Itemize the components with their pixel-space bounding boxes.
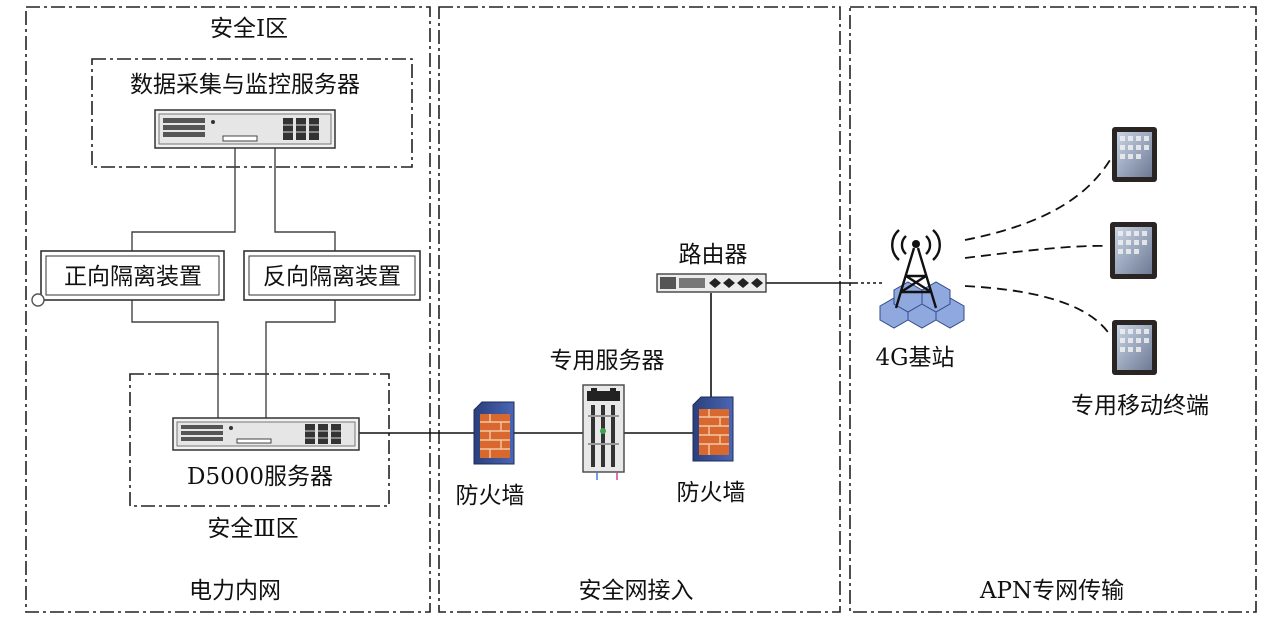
label-forward-isolation: 正向隔离装置 [64,264,202,290]
wire-forward-to-d5000 [131,298,219,418]
label-router: 路由器 [679,242,748,268]
d5000-server-icon [172,417,360,451]
zone-secure-access [438,6,841,613]
label-secure-access: 安全网接入 [579,578,694,604]
zone-apn-transport [849,6,1257,613]
label-firewall-1: 防火墙 [456,483,525,509]
wireless-link-terminal-1 [964,159,1111,241]
label-base-station: 4G基站 [875,345,954,371]
zone-power-intranet [25,6,431,613]
reverse-isolation-box [243,250,421,301]
label-dedicated-server: 专用服务器 [550,348,665,374]
label-firewall-2: 防火墙 [677,480,746,506]
connection-lines [131,148,1111,434]
wireless-link-terminal-2 [964,244,1109,259]
label-reverse-isolation: 反向隔离装置 [263,264,401,290]
wire-reverse-to-d5000 [265,298,336,418]
label-d5000-server: D5000服务器 [187,464,333,490]
firewall-1-icon [473,401,515,465]
forward-isolation-box [31,250,225,307]
dedicated-server-icon [582,384,625,480]
wire-scada-to-reverse [274,148,336,252]
router-icon [656,273,767,293]
region-security-zone-3-box [129,373,390,507]
wire-scada-to-forward [131,148,236,252]
scada-server-icon [154,109,336,149]
label-scada-server: 数据采集与监控服务器 [130,72,360,98]
tablet-icon-3 [1112,320,1157,375]
label-power-intranet: 电力内网 [189,578,281,604]
firewall-2-icon [692,396,734,462]
wireless-link-terminal-3 [964,285,1111,336]
label-security-zone-3: 安全Ⅲ区 [207,516,298,542]
tablet-icon-2 [1110,222,1157,279]
label-apn-transport: APN专网传输 [979,578,1124,604]
region-security-zone-1-box [91,58,413,168]
base-station-icon [879,229,965,329]
tablet-icon-1 [1112,127,1157,182]
label-mobile-terminal: 专用移动终端 [1071,393,1209,419]
label-security-zone-1: 安全Ⅰ区 [210,16,288,42]
